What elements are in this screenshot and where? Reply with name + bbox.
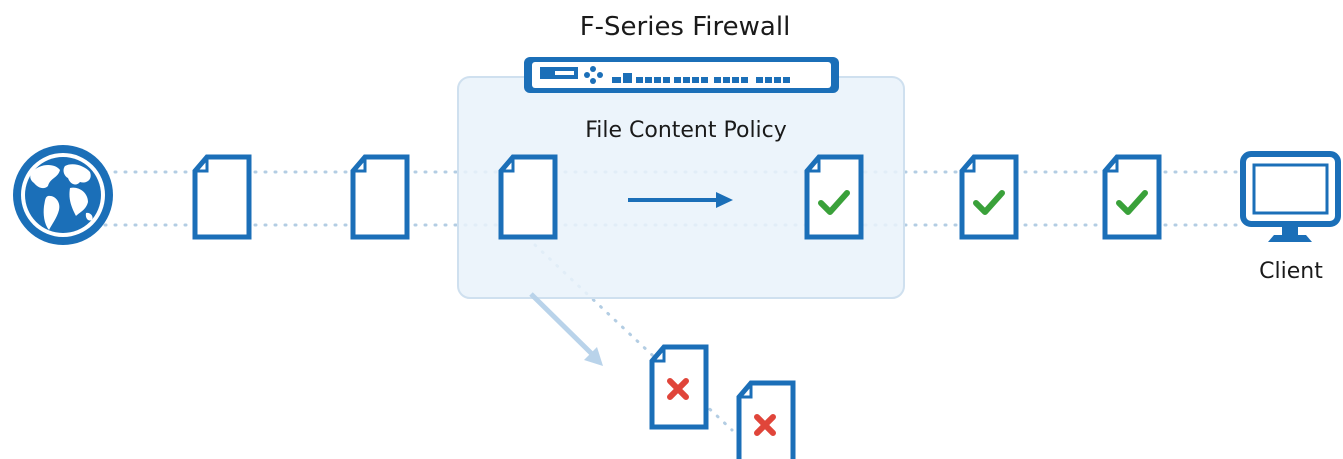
flow-lines: [103, 170, 1242, 432]
document-x-icon: [652, 347, 706, 427]
forward-arrow-icon: [628, 192, 733, 208]
document-check-icon: [807, 157, 861, 237]
document-icon: [195, 157, 249, 237]
divert-arrow-icon: [529, 292, 603, 366]
document-check-icon: [962, 157, 1016, 237]
document-icon: [353, 157, 407, 237]
policy-box-label: File Content Policy: [585, 118, 787, 143]
document-icon: [501, 157, 555, 237]
firewall-appliance-icon: [524, 57, 839, 93]
document-check-icon: [1105, 157, 1159, 237]
globe-icon: [13, 145, 113, 245]
monitor-icon: [1240, 151, 1341, 242]
document-x-icon: [739, 383, 793, 459]
firewall-label: F-Series Firewall: [580, 12, 791, 42]
client-label: Client: [1259, 259, 1323, 284]
